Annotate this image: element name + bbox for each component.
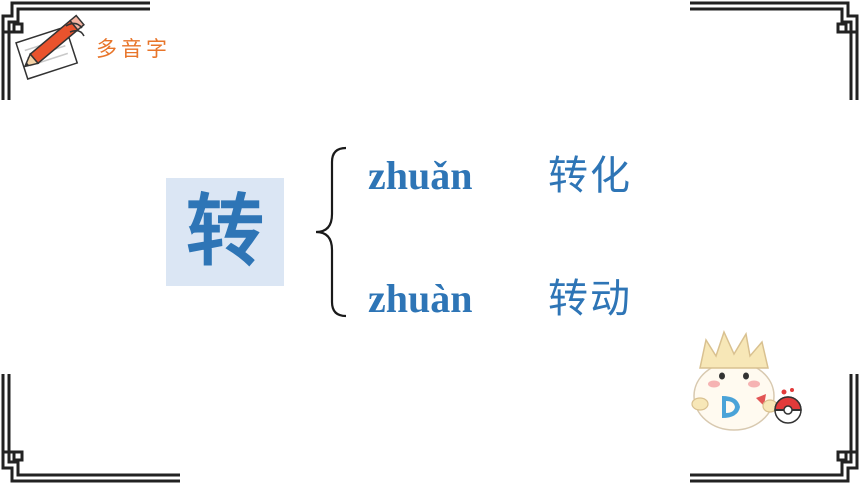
pinyin-text: zhuàn: [368, 276, 473, 321]
curly-brace: [310, 144, 350, 324]
frame-corner-top-right: [690, 0, 860, 100]
main-character: 转: [185, 187, 264, 277]
pencil-notepad-icon: [6, 6, 96, 90]
character-highlight-box: 转: [166, 178, 284, 286]
frame-corner-bottom-left: [0, 374, 180, 484]
example-word: 转动: [548, 276, 632, 322]
section-title: 多音字: [96, 37, 171, 61]
egg-mascot-illustration: [688, 326, 808, 440]
reading-row: zhuǎn 转化: [368, 143, 632, 201]
pinyin-text: zhuǎn: [368, 153, 473, 198]
example-word: 转化: [548, 153, 632, 199]
frame-corner-bottom-right: [690, 374, 860, 484]
frame-corner-top-left: [0, 0, 150, 100]
reading-row: zhuàn 转动: [368, 266, 632, 324]
